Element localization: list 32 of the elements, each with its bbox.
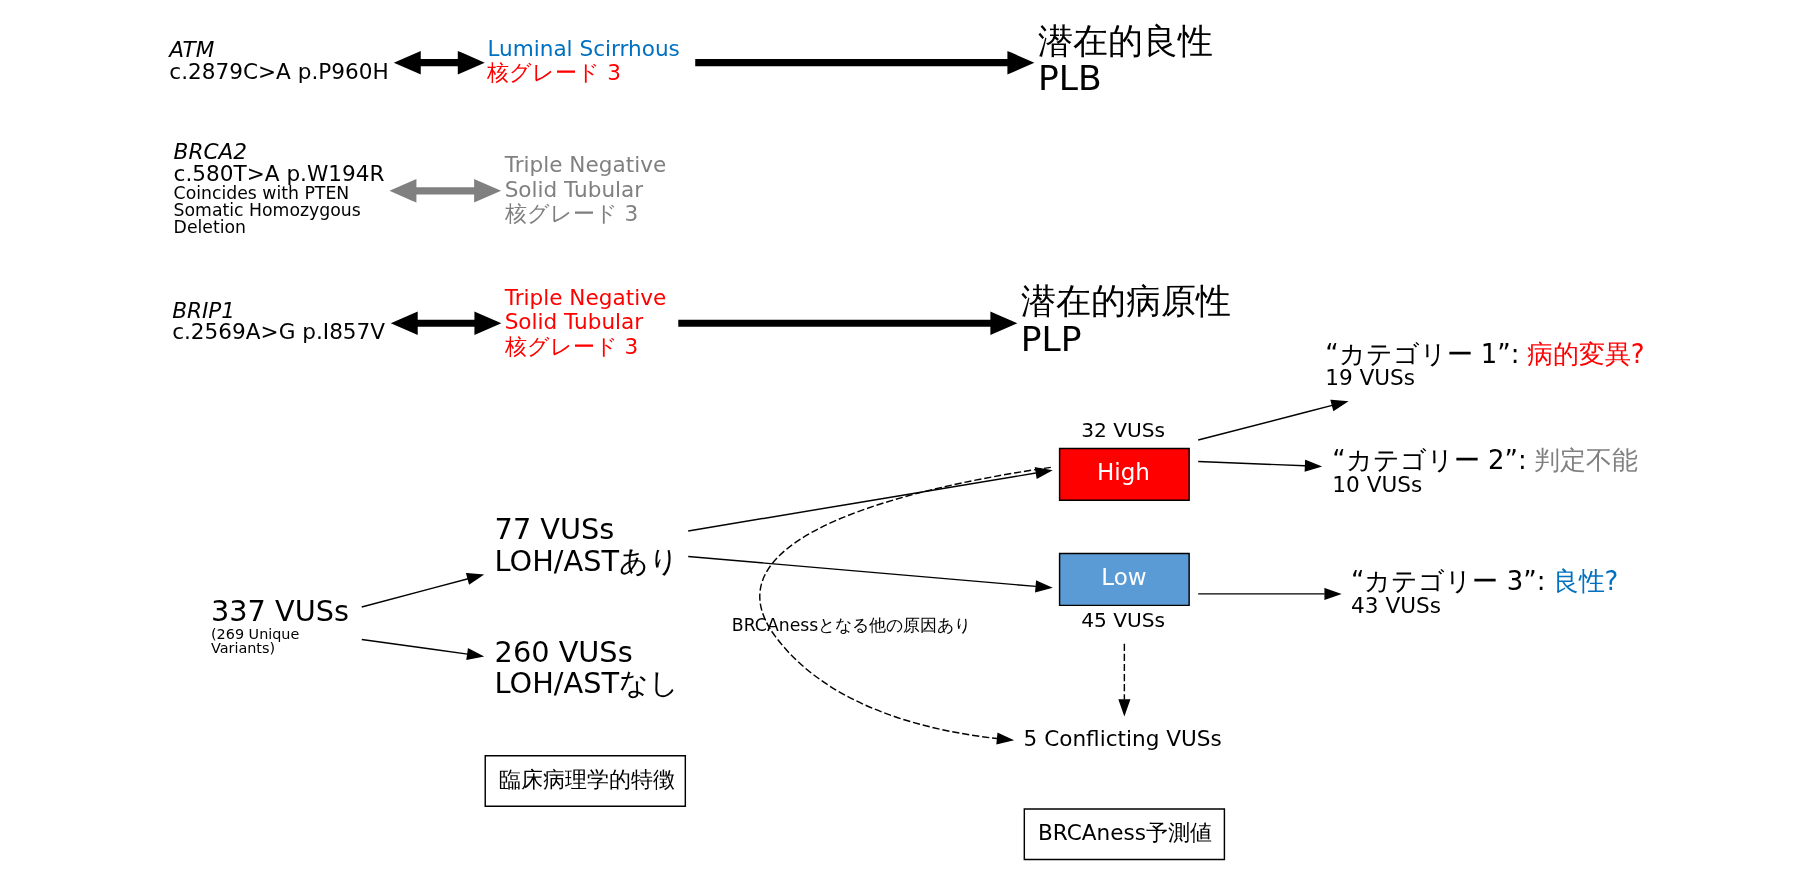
arrow: [390, 311, 502, 336]
node-text: 5 Conflicting VUSs: [1023, 726, 1222, 752]
node-text: “カテゴリー 2”: 判定不能 10 VUSs: [1332, 445, 1638, 497]
node-text: 260 VUSs LOH/ASTなし: [494, 634, 680, 701]
node-text: 77 VUSs LOH/ASTあり: [494, 512, 680, 578]
arrow: [1197, 459, 1323, 472]
node-text: BRCA2 c.580T>A p.W194R Coincides with PTEN Somatic Homozygous Deletion: [173, 139, 385, 238]
arrow: [1197, 587, 1342, 600]
node-label: 45 VUSs: [1081, 608, 1165, 633]
node-box: BRCAness予測値: [1023, 808, 1226, 861]
arrow: [1197, 399, 1349, 441]
node-box: 臨床病理学的特徴: [484, 755, 687, 807]
edge-label: BRCAnessとなる他の原因あり: [731, 615, 972, 636]
arrow: [687, 467, 1053, 532]
arrow: [389, 179, 502, 203]
arrow: [687, 555, 1053, 593]
node-text: ATM c.2879C>A p.P960H: [169, 36, 389, 84]
node-text: BRIP1 c.2569A>G p.I857V: [172, 297, 386, 345]
node-text: 潜在的良性 PLB: [1037, 20, 1213, 99]
node-text: Triple Negative Solid Tubular 核グレード 3: [504, 152, 667, 227]
node-text: “カテゴリー 1”: 病的変異? 19 VUSs: [1325, 338, 1645, 391]
node-text: “カテゴリー 3”: 良性? 43 VUSs: [1351, 566, 1619, 618]
arrow: [361, 573, 485, 608]
node-text: Luminal Scirrhous 核グレード 3: [487, 35, 680, 85]
node-label: 32 VUSs: [1081, 418, 1165, 443]
arrow: [361, 638, 485, 661]
arrow: [393, 50, 485, 75]
node-text: Triple Negative Solid Tubular 核グレード 3: [504, 284, 667, 359]
arrow: [759, 466, 1052, 745]
node-text: 337 VUSs (269 Unique Variants): [211, 594, 350, 656]
node-text: 潜在的病原性 PLP: [1020, 281, 1231, 359]
arrow: [1118, 643, 1131, 717]
